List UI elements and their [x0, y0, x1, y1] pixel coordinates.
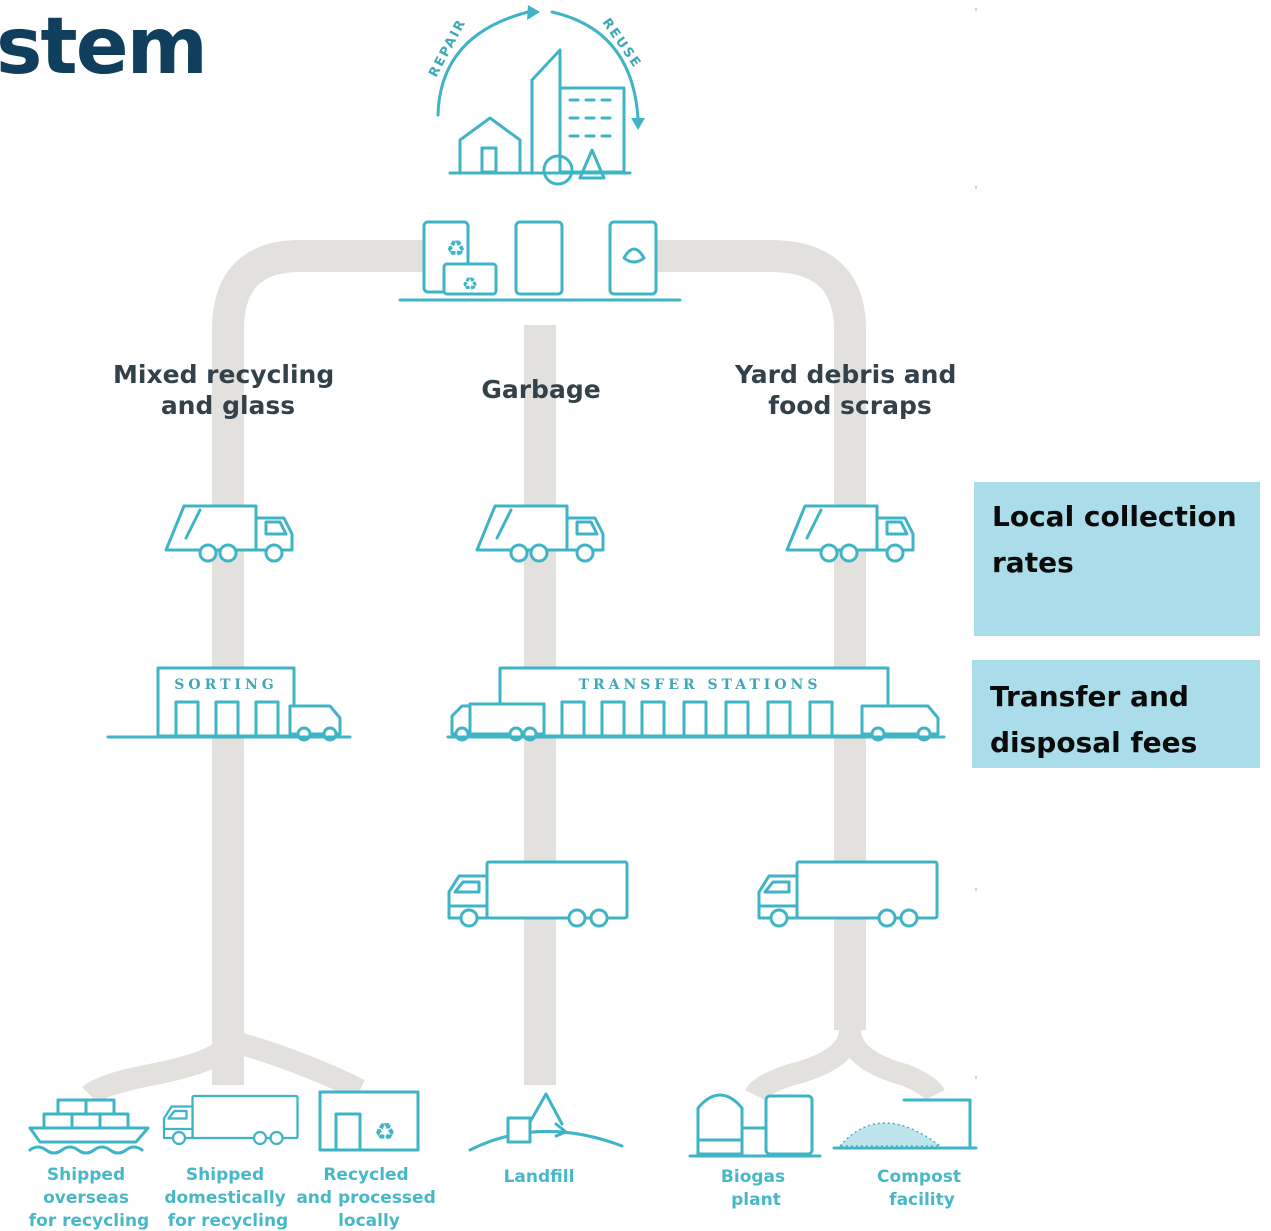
stream-label-recycling: Mixed recycling and glass: [113, 360, 343, 420]
landfill-excavator-icon: [468, 1092, 624, 1152]
dest-domestic-line-2: domestically: [164, 1188, 285, 1208]
compost-facility-icon: [832, 1098, 978, 1150]
sorting-facility-icon: [106, 666, 352, 742]
collection-truck-garbage-icon: [475, 504, 605, 563]
dest-overseas-label: Shipped overseas for recycling: [29, 1165, 149, 1231]
stream-organics-line-1: Yard debris and: [734, 360, 956, 389]
callout-collection-line-2: rates: [992, 546, 1074, 579]
transfer-stations-icon: [446, 666, 946, 742]
dest-compost-line-2: facility: [889, 1190, 955, 1210]
dest-domestic-line-1: Shipped: [186, 1165, 264, 1185]
stream-recycling-line-2: and glass: [161, 391, 295, 420]
dest-domestic-label: Shipped domestically for recycling: [164, 1165, 291, 1231]
transfer-stations-label: TRANSFER STATIONS: [579, 677, 822, 693]
slide-title-fragment: stem: [0, 2, 208, 92]
collection-truck-recycling-icon: [164, 504, 294, 563]
dest-local-line-1: Recycled: [323, 1165, 408, 1185]
dest-overseas-line-2: overseas: [43, 1188, 129, 1208]
cargo-ship-icon: [28, 1098, 150, 1155]
domestic-truck-icon: [162, 1094, 299, 1146]
repair-reuse-cycle: REPAIR REUSE: [426, 5, 645, 186]
dest-landfill-label: Landfill: [504, 1167, 575, 1187]
callout-fees-line-1: Transfer and: [990, 680, 1189, 713]
callout-local-collection-rates: Local collection rates: [974, 482, 1260, 636]
dest-local-label: Recycled and processed locally: [296, 1165, 441, 1231]
dest-overseas-line-3: for recycling: [29, 1211, 149, 1231]
long-haul-truck-garbage-icon: [447, 860, 629, 928]
slide-edge-marks: [975, 8, 977, 1079]
stream-organics-line-2: food scraps: [768, 391, 932, 420]
reuse-label: REUSE: [599, 16, 644, 72]
callout-fees-line-2: disposal fees: [990, 726, 1198, 759]
svg-text:♻: ♻: [462, 274, 478, 295]
city-buildings-icon: [448, 48, 632, 186]
callout-collection-line-1: Local collection: [992, 500, 1237, 533]
svg-text:♻: ♻: [374, 1118, 396, 1146]
dest-local-line-3: locally: [338, 1211, 400, 1231]
dest-overseas-line-1: Shipped: [47, 1165, 125, 1185]
svg-text:♻: ♻: [446, 237, 466, 262]
dest-domestic-line-3: for recycling: [168, 1211, 288, 1231]
dest-biogas-line-1: Biogas: [721, 1167, 785, 1187]
sorting-label: SORTING: [174, 677, 277, 693]
stream-label-organics: Yard debris and food scraps: [734, 360, 965, 420]
long-haul-truck-organics-icon: [757, 860, 939, 928]
stream-recycling-line-1: Mixed recycling: [113, 360, 334, 389]
local-recycling-facility-icon: ♻: [318, 1090, 420, 1152]
dest-local-line-2: and processed: [296, 1188, 435, 1208]
stream-label-garbage: Garbage: [481, 375, 600, 404]
dest-biogas-line-2: plant: [731, 1190, 781, 1210]
collection-truck-organics-icon: [785, 504, 915, 563]
biogas-plant-icon: [688, 1093, 822, 1158]
curbside-bins-icon: ♻ ♻: [398, 220, 682, 302]
callout-transfer-disposal-fees: Transfer and disposal fees: [972, 660, 1260, 768]
dest-biogas-label: Biogas plant: [721, 1167, 791, 1210]
dest-compost-label: Compost facility: [877, 1167, 967, 1210]
dest-compost-line-1: Compost: [877, 1167, 961, 1187]
